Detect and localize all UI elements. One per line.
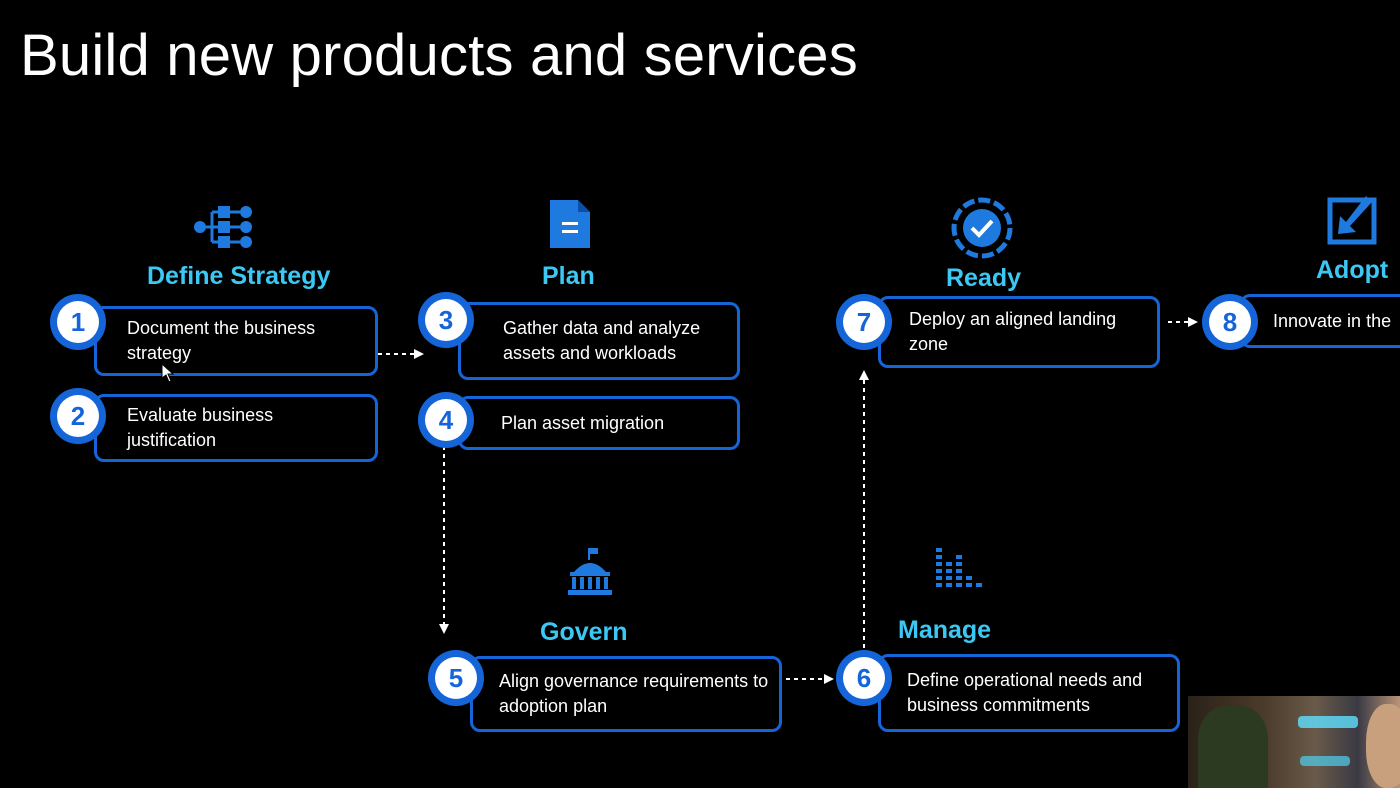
step-5-text: Align governance requirements to adoptio… [499,671,769,716]
step-7-badge: 7 [836,294,892,350]
step-6-badge: 6 [836,650,892,706]
mouse-cursor-icon [161,362,175,383]
bar-chart-icon [936,548,982,587]
step-3-badge: 3 [418,292,474,348]
step-6-box[interactable]: Define operational needs and business co… [878,654,1180,732]
step-1-badge: 1 [50,294,106,350]
step-2-badge: 2 [50,388,106,444]
checkbox-arrow-icon [1327,196,1377,245]
step-5-box[interactable]: Align governance requirements to adoptio… [470,656,782,732]
step-8-text: Innovate in the [1273,311,1392,331]
checkmark-gear-icon [951,197,1013,259]
step-2-text: Evaluate business justification [127,405,274,450]
phase-manage: Manage [898,616,992,644]
step-4-text: Plan asset migration [501,412,665,433]
step-2-box[interactable]: Evaluate business justification [94,394,378,462]
org-chart-icon [194,206,252,248]
document-icon [550,200,590,248]
step-3-box[interactable]: Gather data and analyze assets and workl… [458,302,740,380]
step-7-box[interactable]: Deploy an aligned landing zone [878,296,1160,368]
step-1-text: Document the business strategy [127,318,316,363]
step-7-text: Deploy an aligned landing zone [909,309,1117,354]
step-8-badge: 8 [1202,294,1258,350]
step-8-box[interactable]: Innovate in the [1240,294,1400,348]
phase-plan: Plan [542,262,595,290]
step-3-text: Gather data and analyze assets and workl… [503,318,701,363]
capitol-building-icon [568,548,612,595]
phase-adopt: Adopt [1316,256,1389,284]
step-4-badge: 4 [418,392,474,448]
phase-ready: Ready [946,264,1022,292]
slide-title: Build new products and services [20,23,858,88]
phase-govern: Govern [540,618,628,646]
step-4-box[interactable]: Plan asset migration [458,396,740,450]
step-5-badge: 5 [428,650,484,706]
step-6-text: Define operational needs and business co… [907,670,1153,715]
step-1-box[interactable]: Document the business strategy [94,306,378,376]
presenter-webcam [1188,696,1400,788]
phase-define-strategy: Define Strategy [147,262,331,290]
